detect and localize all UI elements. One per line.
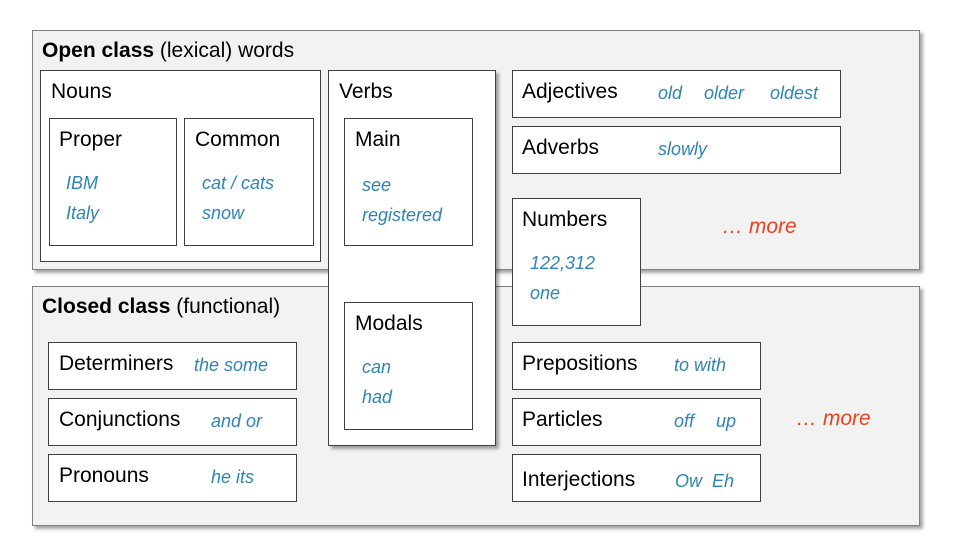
common-example: snow <box>202 204 244 222</box>
adjective-example: old <box>658 84 682 102</box>
adverbs-label: Adverbs <box>522 137 599 158</box>
conjunctions-examples: and or <box>211 412 262 430</box>
interjections-label: Interjections <box>522 469 635 490</box>
proper-nouns-label: Proper <box>59 129 122 150</box>
main-verb-example: see <box>362 176 391 194</box>
adverb-example: slowly <box>658 140 707 158</box>
closed-class-title: Closed class (functional) <box>42 296 280 317</box>
verbs-label: Verbs <box>339 81 393 102</box>
open-class-more: … more <box>722 216 797 237</box>
pronouns-examples: he its <box>211 468 254 486</box>
particles-label: Particles <box>522 409 603 430</box>
adjective-example: older <box>704 84 744 102</box>
closed-class-title-rest: (functional) <box>170 295 280 318</box>
conjunctions-label: Conjunctions <box>59 409 180 430</box>
modal-example: had <box>362 388 392 406</box>
main-verbs-label: Main <box>355 129 401 150</box>
pronouns-label: Pronouns <box>59 465 149 486</box>
nouns-label: Nouns <box>51 81 112 102</box>
proper-example: IBM <box>66 174 98 192</box>
number-example: 122,312 <box>530 254 595 272</box>
adjectives-label: Adjectives <box>522 81 618 102</box>
modals-label: Modals <box>355 313 423 334</box>
common-nouns-label: Common <box>195 129 280 150</box>
determiners-examples: the some <box>194 356 268 374</box>
number-example: one <box>530 284 560 302</box>
open-class-title: Open class (lexical) words <box>42 40 294 61</box>
open-class-title-rest: (lexical) words <box>154 39 294 62</box>
particle-example: off <box>674 412 694 430</box>
prepositions-examples: to with <box>674 356 726 374</box>
main-verb-example: registered <box>362 206 442 224</box>
prepositions-label: Prepositions <box>522 353 638 374</box>
proper-example: Italy <box>66 204 99 222</box>
determiners-label: Determiners <box>59 353 173 374</box>
open-class-title-bold: Open class <box>42 39 154 62</box>
modal-example: can <box>362 358 391 376</box>
closed-class-more: … more <box>796 408 871 429</box>
particle-example: up <box>716 412 736 430</box>
adjective-example: oldest <box>770 84 818 102</box>
common-example: cat / cats <box>202 174 274 192</box>
closed-class-title-bold: Closed class <box>42 295 170 318</box>
interjections-examples: Ow Eh <box>675 472 734 490</box>
numbers-label: Numbers <box>522 209 607 230</box>
